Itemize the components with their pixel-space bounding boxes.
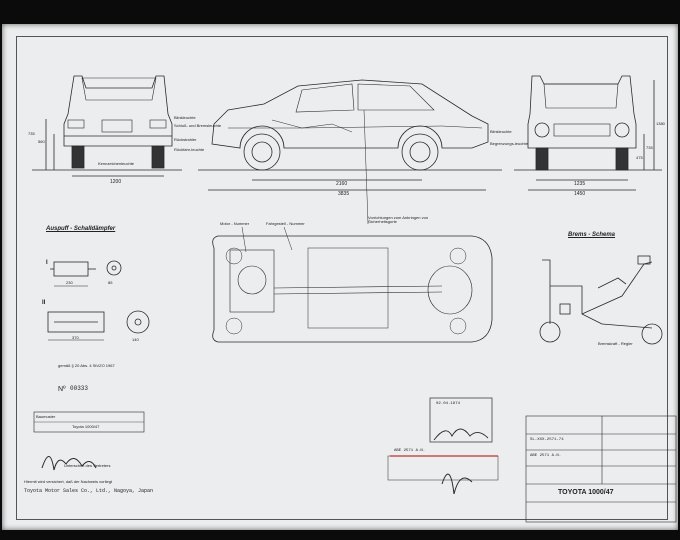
model-title: TOYOTA 1000/47 — [558, 489, 614, 496]
plan-view-chassis — [212, 235, 493, 343]
stamp-box — [429, 397, 493, 443]
label-kennzeichen: Kennzeichenleuchte — [98, 161, 135, 166]
section-exhaust-title: Auspuff - Schalldämpfer — [46, 226, 116, 232]
label-schluss: Schluß- und Bremsleuchte — [174, 123, 222, 128]
dim-muffler1-len: 230 — [66, 280, 73, 285]
rear-view-car — [63, 75, 173, 169]
approval-note: ABE 2571 A.N. — [394, 449, 426, 453]
number-label: Nº — [58, 386, 66, 393]
label-vorrichtungen: Vorrichtungen zum Anbringen von Sicherhe… — [368, 215, 429, 224]
label-fahrgestell: Fahrgestell - Nummer — [266, 221, 305, 226]
front-view-car — [527, 75, 637, 171]
approval-box — [387, 455, 499, 481]
dim-front-track-label: 1235 — [574, 181, 586, 187]
label-begrenzung: Begrenzungs-leuchte — [490, 141, 528, 146]
dim-width-label: 1450 — [574, 191, 586, 197]
label-roman-1: I — [46, 260, 48, 266]
signature-note: Unterschrift des Vertreters — [64, 463, 111, 468]
dim-height-label: 1380 — [656, 121, 665, 126]
label-blinkleuchte: Blinkleuchte — [174, 115, 196, 120]
title-block — [525, 415, 677, 523]
dim-length-label: 3835 — [338, 191, 350, 197]
blueprint-sheet: 735 560 1200 Blinkleuchte Schluß- und Br… — [2, 24, 678, 530]
approval-number: ABE 2571 A.N. — [530, 454, 562, 458]
side-view-car — [211, 79, 489, 171]
footer-text: Hiermit wird versichert, daß der Nachwei… — [24, 479, 113, 484]
muffler-drawings — [47, 260, 150, 341]
dim-front-h2: 735 — [646, 145, 653, 150]
weight-label: Baumuster — [36, 414, 56, 419]
serial-number: 00333 — [70, 385, 89, 392]
dim-rear-width-label: 1200 — [110, 179, 122, 185]
stamp-date: 02.04.1974 — [436, 402, 461, 406]
label-rueckfahr: Rückfahr-leuchte — [174, 147, 205, 152]
dim-front-h1: 475 — [636, 155, 643, 160]
dim-wheelbase-label: 2160 — [336, 181, 348, 187]
dim-muffler1-dia: 85 — [108, 280, 113, 285]
label-rueckstrahler: Rückstrahler — [174, 137, 197, 142]
small-note: gemäß § 20 Abs. 4 StVZO 1967 — [58, 363, 115, 368]
signature-right — [441, 473, 473, 495]
dim-muffler2-dia: 140 — [132, 337, 139, 342]
blueprint-drawing — [32, 75, 677, 523]
drawing-frame — [16, 36, 668, 520]
company-line: Toyota Motor Sales Co., Ltd., Nagoya, Ja… — [24, 488, 154, 494]
dim-muffler2-len: 370 — [72, 335, 79, 340]
label-roman-2: II — [42, 300, 46, 306]
label-motor: Motor - Nummer — [220, 221, 250, 226]
label-blink-front: Blinkleuchte — [490, 129, 512, 134]
drawing-number: SL-XXX-2571-74 — [530, 438, 564, 442]
signature-stamp — [433, 428, 489, 441]
weight-value: Toyota 1000/47 — [72, 424, 100, 429]
section-brakes-title: Brems - Schema — [568, 232, 616, 238]
label-bremskraft: Bremskraft - Regler — [598, 341, 633, 346]
dim-rear-h2: 560 — [38, 139, 45, 144]
brake-schematic — [539, 255, 663, 345]
signature-left — [41, 456, 97, 471]
dim-rear-h1: 735 — [28, 131, 35, 136]
